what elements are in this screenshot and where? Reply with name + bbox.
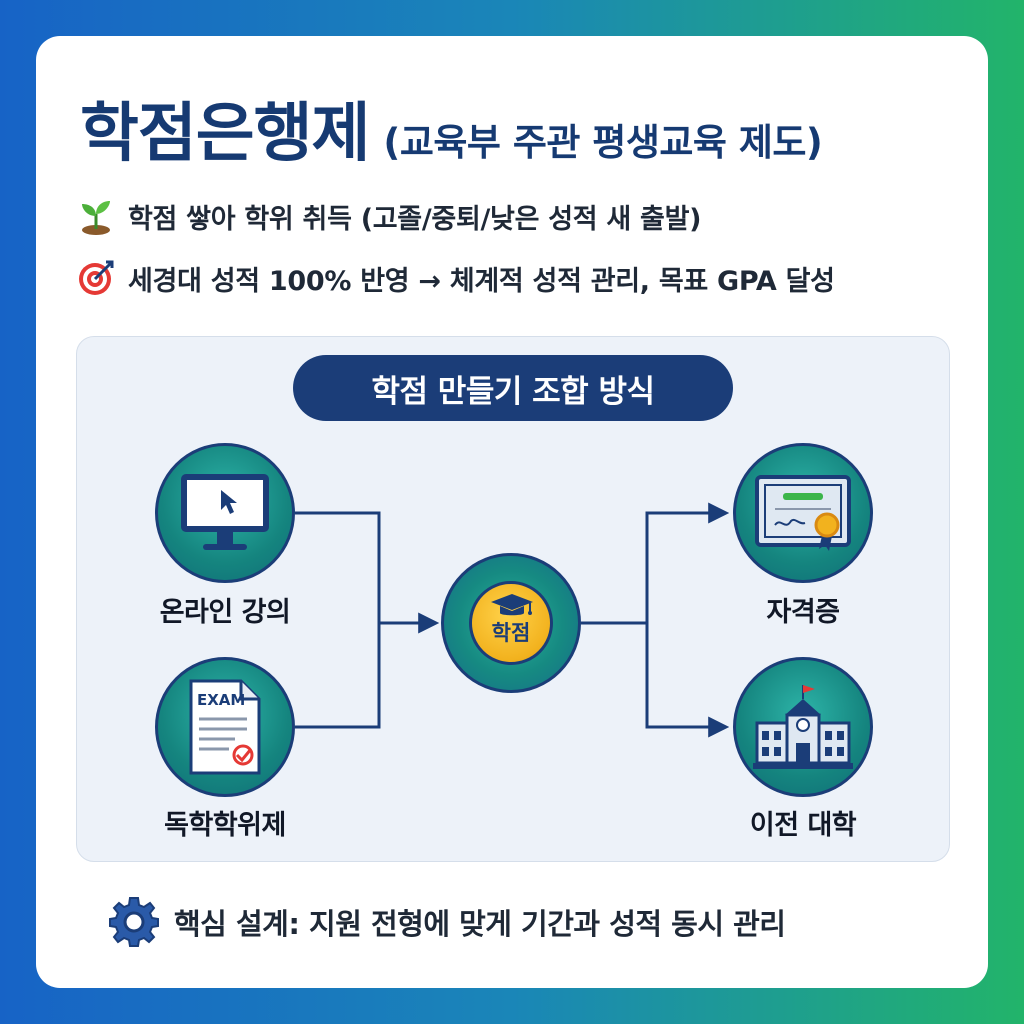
page-subtitle: (교육부 주관 평생교육 제도) [383, 121, 823, 164]
node-previous-university [733, 657, 873, 797]
gear-icon [109, 897, 159, 947]
footer-note: 핵심 설계: 지원 전형에 맞게 기간과 성적 동시 관리 [108, 896, 786, 948]
university-building-icon [753, 685, 853, 769]
label-certificate: 자격증 [766, 597, 840, 628]
diagram-panel: 학점 만들기 조합 방식 온라인 강의 [76, 336, 950, 862]
sprout-icon [82, 201, 110, 235]
exam-text: EXAM [197, 691, 245, 709]
connector-exam [295, 623, 381, 729]
footer-text: 핵심 설계: 지원 전형에 맞게 기간과 성적 동시 관리 [174, 907, 786, 941]
computer-monitor-icon [181, 474, 269, 550]
label-self-study-degree: 독학학위제 [164, 810, 286, 841]
infographic-card: 학점은행제 (교육부 주관 평생교육 제도) 학점 쌓아 학위 취득 (고졸/중… [36, 36, 988, 988]
certificate-icon [755, 475, 851, 551]
diagram-heading: 학점 만들기 조합 방식 [293, 355, 733, 421]
bullet-grades: 세경대 성적 100% 반영 → 체계적 성적 관리, 목표 GPA 달성 [76, 258, 835, 298]
bullet-text: 학점 쌓아 학위 취득 (고졸/중퇴/낮은 성적 새 출발) [128, 203, 702, 235]
target-icon [79, 260, 114, 295]
connector-lines [295, 502, 730, 738]
node-online-lecture [155, 443, 295, 583]
connector-certificate [645, 502, 730, 623]
node-certificate [733, 443, 873, 583]
exam-paper-icon: EXAM [189, 679, 261, 775]
page-title: 학점은행제 [80, 97, 370, 171]
bullet-text: 세경대 성적 100% 반영 → 체계적 성적 관리, 목표 GPA 달성 [128, 265, 835, 297]
connector-university [645, 623, 730, 738]
label-previous-university: 이전 대학 [749, 810, 857, 841]
label-online-lecture: 온라인 강의 [159, 597, 291, 628]
title-row: 학점은행제 (교육부 주관 평생교육 제도) [80, 82, 960, 174]
center-label: 학점 [491, 621, 531, 645]
connector-online [295, 511, 381, 623]
bullet-degree: 학점 쌓아 학위 취득 (고졸/중퇴/낮은 성적 새 출발) [76, 196, 701, 236]
node-credit: 학점 [441, 553, 581, 693]
credit-coin: 학점 [469, 581, 553, 665]
node-self-study-degree: EXAM [155, 657, 295, 797]
graduation-cap-icon [491, 594, 533, 616]
